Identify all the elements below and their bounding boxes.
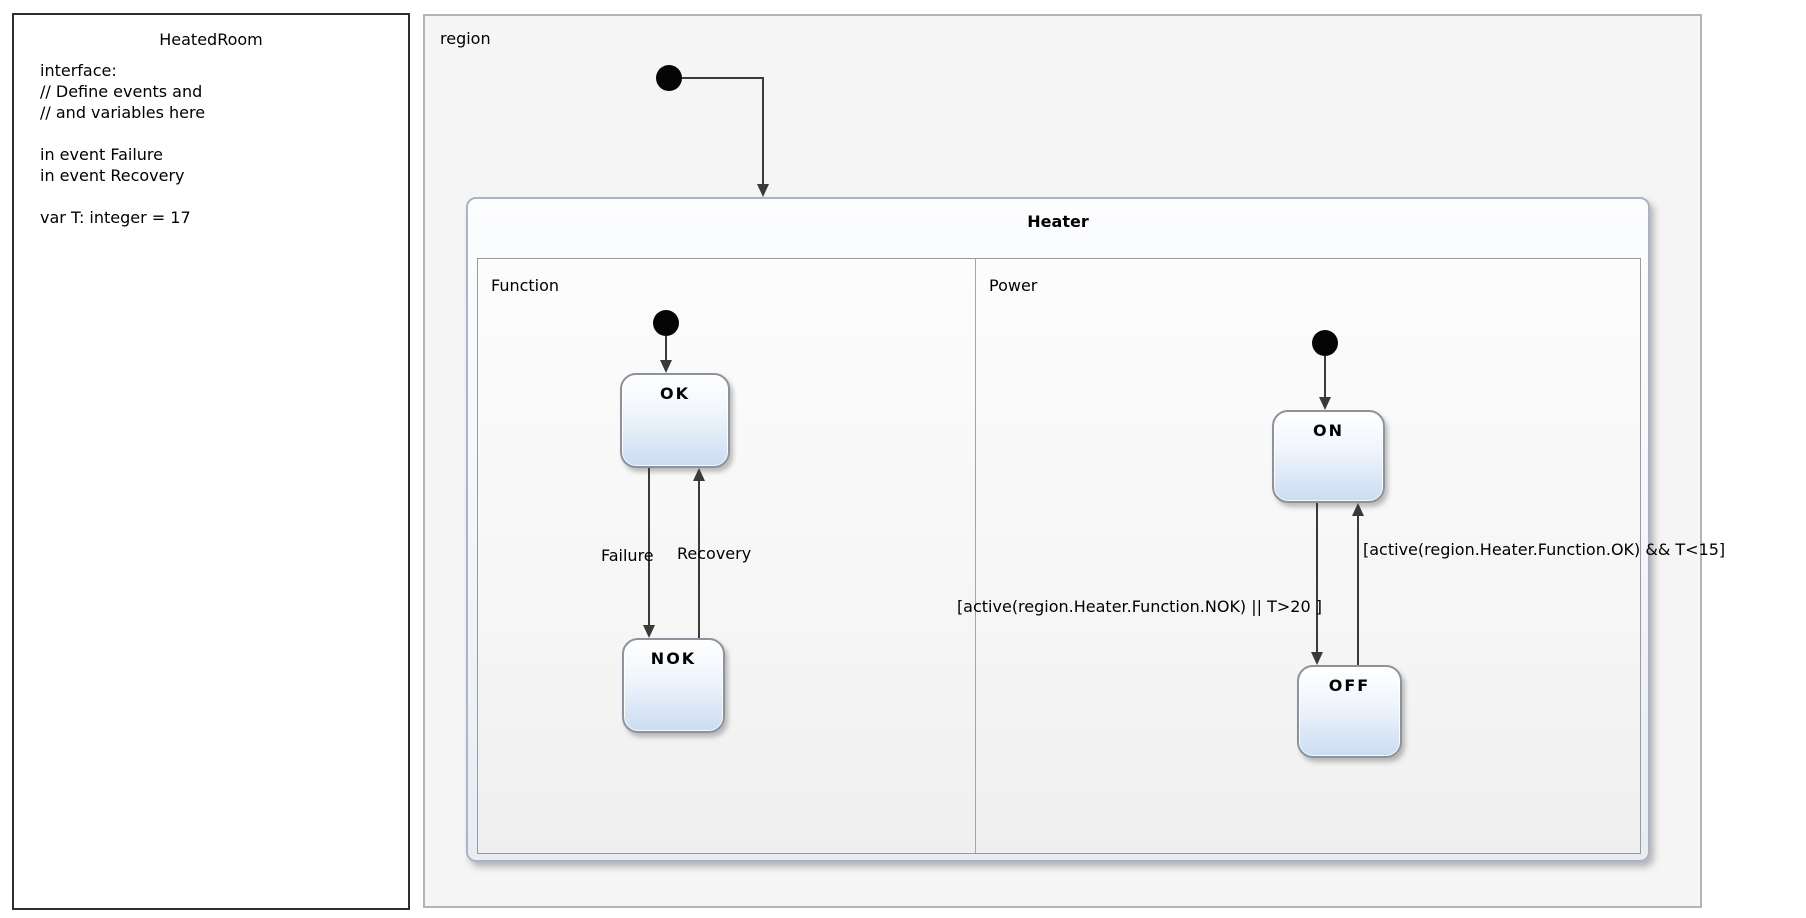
declaration-line: in event Recovery [40,166,185,185]
state-on-label: ON [1313,421,1344,440]
state-ok[interactable]: OK [620,373,730,468]
state-on[interactable]: ON [1272,410,1385,503]
transition-recovery-label[interactable]: Recovery [677,544,752,563]
state-heater-title: Heater [1027,212,1089,231]
region-label: region [440,29,491,48]
state-nok-label: NOK [650,649,697,668]
region-function[interactable]: Function [478,259,976,853]
state-heater[interactable]: Heater Function Power [466,197,1650,862]
state-nok[interactable]: NOK [622,638,725,733]
transition-failure-label[interactable]: Failure [601,546,654,565]
transition-off-to-on-guard[interactable]: [active(region.Heater.Function.OK) && T<… [1363,540,1726,559]
region-function-label: Function [491,276,560,295]
declaration-panel[interactable]: HeatedRoom interface: // Define events a… [12,13,410,910]
transition-on-to-off-guard[interactable]: [active(region.Heater.Function.NOK) || T… [956,597,1322,616]
state-ok-label: OK [660,384,690,403]
region-power[interactable]: Power [976,259,1640,853]
declaration-line: // and variables here [40,103,206,122]
state-off-label: OFF [1328,676,1371,695]
declaration-line [40,123,402,144]
declaration-line: var T: integer = 17 [40,208,191,227]
declaration-line: // Define events and [40,82,203,101]
declaration-line [40,186,402,207]
statechart-name: HeatedRoom [159,30,263,49]
declaration-line: in event Failure [40,145,163,164]
heater-compartment: Function Power [477,258,1641,854]
declaration-line: interface: [40,61,117,80]
state-off[interactable]: OFF [1297,665,1402,758]
declaration-text: interface: // Define events and // and v… [14,49,408,228]
region-power-label: Power [989,276,1038,295]
